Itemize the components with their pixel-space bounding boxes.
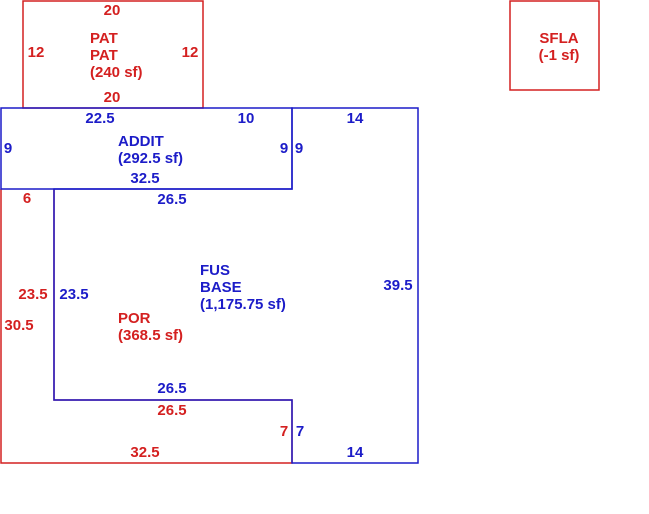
addit-left-dim: 9 <box>4 140 12 157</box>
base-left-dim: 9 <box>295 140 303 157</box>
pat-right-dim: 12 <box>182 44 199 61</box>
por-code: POR <box>118 310 151 327</box>
sfla-code: SFLA <box>539 30 578 47</box>
base-inner-left-dim: 23.5 <box>59 286 88 303</box>
pat-top-dim: 20 <box>104 2 121 19</box>
por-left-inner-dim: 23.5 <box>18 286 47 303</box>
sfla-area: (-1 sf) <box>539 47 580 64</box>
base-step-dim: 7 <box>296 423 304 440</box>
fus-area: (1,175.75 sf) <box>200 296 286 313</box>
por-bottom-dim: 32.5 <box>130 444 159 461</box>
fus-code-2: BASE <box>200 279 242 296</box>
pat-code-1: PAT <box>90 30 118 47</box>
addit-top-right-dim: 10 <box>238 110 255 127</box>
base-right-dim: 39.5 <box>383 277 412 294</box>
por-area: (368.5 sf) <box>118 327 183 344</box>
base-inner-bottom-dim: 26.5 <box>157 380 186 397</box>
addit-right-dim: 9 <box>280 140 288 157</box>
addit-top-left-dim: 22.5 <box>85 110 114 127</box>
pat-area: (240 sf) <box>90 64 143 81</box>
pat-code-2: PAT <box>90 47 118 64</box>
por-left-outer-dim: 30.5 <box>4 317 33 334</box>
base-top-dim: 14 <box>347 110 364 127</box>
addit-code: ADDIT <box>118 133 164 150</box>
por-inner-bottom-dim: 26.5 <box>157 402 186 419</box>
por-top-dim: 6 <box>23 190 31 207</box>
por-step-dim: 7 <box>280 423 288 440</box>
addit-area: (292.5 sf) <box>118 150 183 167</box>
base-inner-top-dim: 26.5 <box>157 191 186 208</box>
pat-bottom-dim: 20 <box>104 89 121 106</box>
pat-left-dim: 12 <box>28 44 45 61</box>
fus-code-1: FUS <box>200 262 230 279</box>
sfla-outline <box>509 0 600 91</box>
addit-bottom-dim: 32.5 <box>130 170 159 187</box>
base-bottom-dim: 14 <box>347 444 364 461</box>
addit-outline <box>0 107 293 190</box>
